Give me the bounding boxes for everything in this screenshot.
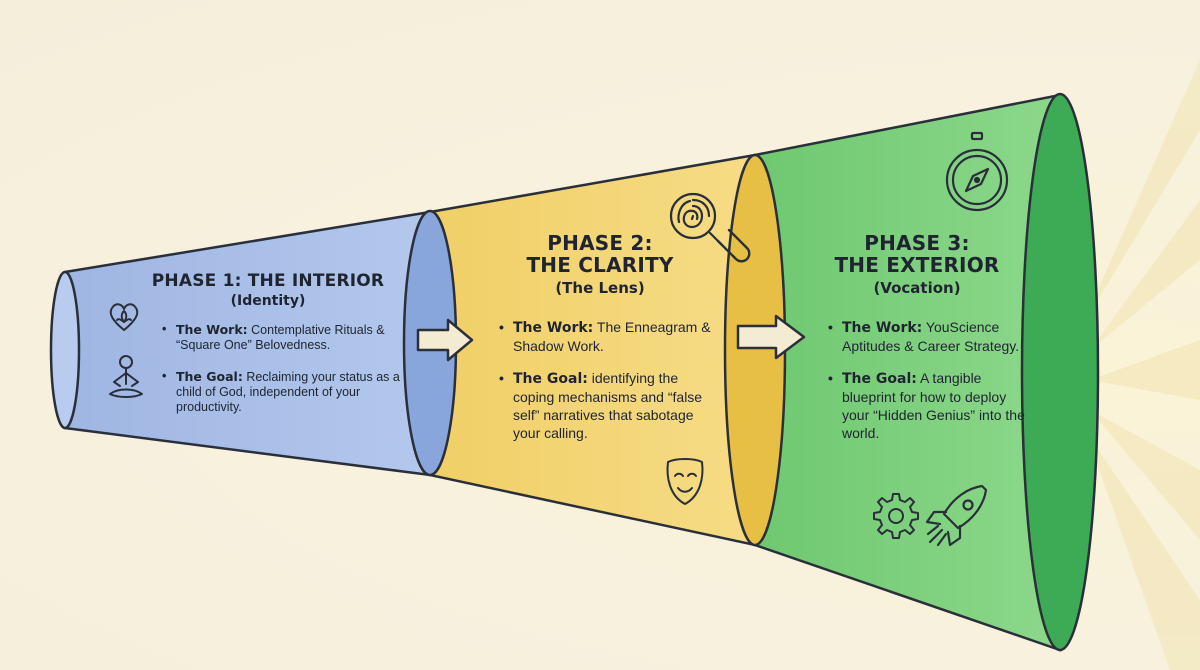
gear-icon (873, 493, 919, 539)
heart-lotus-icon (109, 303, 139, 331)
phase3-title: PHASE 3: THE EXTERIOR (812, 232, 1022, 277)
phase3-subtitle: (Vocation) (873, 278, 961, 297)
arrow-right-icon (736, 314, 806, 360)
light-rays (1080, 60, 1200, 670)
phase2-heading: PHASE 2: THE CLARITY (The Lens) (495, 232, 705, 297)
phase2-work-item: The Work: The Enneagram & Shadow Work. (497, 318, 722, 355)
phase1-goal-item: The Goal: Reclaiming your status as a ch… (160, 369, 410, 415)
compass-icon (945, 131, 1009, 212)
phase2-goal-item: The Goal: identifying the coping mechani… (497, 369, 722, 442)
phase1-work-label: The Work: (176, 322, 248, 337)
phase3-title-line1: PHASE 3: (864, 231, 970, 255)
phase2-goal-text: identifying the coping mechanisms and “f… (513, 370, 703, 441)
phase2-work-text: The Enneagram & Shadow Work. (513, 319, 711, 354)
phase3-title-line2: THE EXTERIOR (834, 253, 1000, 278)
phase1-heading: PHASE 1: THE INTERIOR (Identity) (128, 271, 408, 310)
magnifier-fingerprint-icon (669, 192, 751, 263)
phase1-title: PHASE 1: THE INTERIOR (151, 271, 385, 291)
phase1-goal-text: Reclaiming your status as a child of God… (176, 370, 400, 414)
phase2-title-line2: THE CLARITY (526, 253, 674, 278)
phase2-subtitle: (The Lens) (555, 278, 645, 297)
rocket-icon (925, 484, 988, 547)
phase1-work-text: Contemplative Rituals & “Square One” Bel… (176, 323, 385, 352)
meditation-icon (109, 355, 143, 398)
phase2-goal-label: The Goal: (513, 371, 588, 387)
phase3-work-item: The Work: YouScience Aptitudes & Career … (826, 318, 1036, 355)
arrow-right-icon (416, 318, 474, 362)
phase2-work-label: The Work: (513, 320, 594, 336)
phase3-details: The Work: YouScience Aptitudes & Career … (826, 318, 1036, 456)
phase1-subtitle: (Identity) (230, 293, 306, 310)
phase2-title: PHASE 2: THE CLARITY (495, 232, 705, 277)
phase3-goal-label: The Goal: (842, 371, 917, 387)
phase3-goal-item: The Goal: A tangible blueprint for how t… (826, 369, 1036, 442)
phase3-work-text: YouScience Aptitudes & Career Strategy. (842, 319, 1020, 354)
phase3-goal-text: A tangible blueprint for how to deploy y… (842, 370, 1025, 441)
phase3-heading: PHASE 3: THE EXTERIOR (Vocation) (812, 232, 1022, 297)
phase1-goal-label: The Goal: (176, 369, 243, 384)
mask-icon (666, 458, 704, 505)
phase2-details: The Work: The Enneagram & Shadow Work. T… (497, 318, 722, 456)
phase1-work-item: The Work: Contemplative Rituals & “Squar… (160, 322, 410, 353)
phase2-title-line1: PHASE 2: (547, 231, 653, 255)
phase3-work-label: The Work: (842, 320, 923, 336)
phase1-details: The Work: Contemplative Rituals & “Squar… (160, 322, 410, 431)
